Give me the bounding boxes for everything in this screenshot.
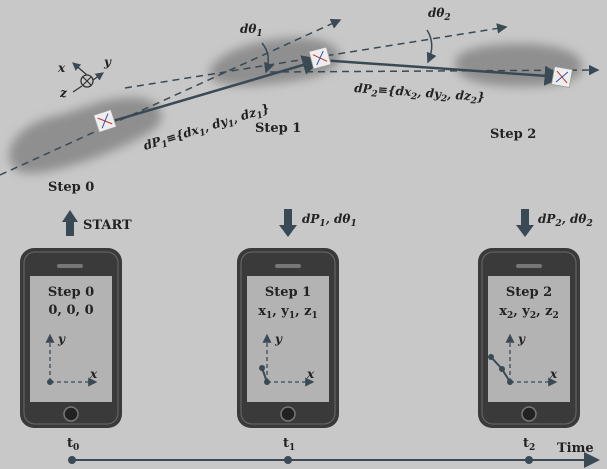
step-0-label: Step 0 — [48, 180, 94, 195]
position-cloud-0 — [9, 97, 162, 174]
timeline-label-t1: t1 — [283, 436, 295, 453]
timeline-point-1 — [284, 456, 292, 464]
angle-arc-2 — [426, 29, 437, 64]
phone-2-x-label: x — [549, 367, 558, 381]
input-label-2: dP2, dθ2 — [538, 212, 593, 229]
timeline-label-t2: t2 — [523, 436, 535, 453]
phone-0-title: Step 0 — [48, 285, 94, 300]
phone-2-y-label: y — [517, 332, 526, 346]
input-arrow-2-icon — [516, 209, 534, 237]
phone-step-1: Step 1 — [237, 248, 339, 428]
phone-0-x-label: x — [89, 367, 98, 381]
step-1-label: Step 1 — [255, 121, 301, 136]
phone-step-2: Step 2 — [478, 248, 580, 428]
input-arrow-1-icon — [279, 209, 297, 237]
heading-line-2 — [269, 64, 600, 76]
displacement-vector-2 — [319, 58, 565, 86]
heading-line-0 — [0, 18, 342, 176]
timeline-time-label: Time — [557, 441, 594, 456]
angle-arc-1 — [261, 42, 274, 74]
timeline-label-t0: t0 — [67, 436, 79, 453]
axis-x-label: x — [57, 61, 66, 75]
phone-2-title: Step 2 — [506, 285, 552, 300]
timeline-point-0 — [68, 456, 76, 464]
phone-0-y-label: y — [57, 332, 66, 346]
step-2-label: Step 2 — [490, 127, 536, 142]
axis-triad-icon — [72, 62, 104, 93]
phone-1-title: Step 1 — [265, 285, 311, 300]
phone-marker-0 — [93, 109, 117, 133]
angle-label-1: dθ1 — [240, 22, 263, 39]
displacement-label-1: dP1≡{dx1, dy1, dz1} — [142, 101, 272, 156]
phone-1-coords: x1, y1, z1 — [258, 304, 318, 321]
start-arrow-icon — [62, 210, 78, 236]
phone-0-coords: 0, 0, 0 — [48, 303, 93, 318]
axis-y-label: y — [103, 55, 112, 69]
displacement-vector-1 — [105, 55, 323, 125]
phone-2-coords: x2, y2, z2 — [499, 304, 559, 321]
phone-marker-2 — [551, 66, 573, 88]
phone-marker-1 — [308, 46, 332, 70]
start-label: START — [83, 218, 132, 233]
input-label-1: dP1, dθ1 — [302, 212, 357, 229]
phone-step-0: Step 0 0, 0, 0 — [20, 248, 122, 428]
displacement-label-2: dP2≡{dx2, dy2, dz2} — [354, 81, 486, 107]
phone-1-y-label: y — [274, 332, 283, 346]
phone-1-x-label: x — [306, 367, 315, 381]
timeline-point-2 — [525, 456, 533, 464]
angle-label-2: dθ2 — [428, 6, 451, 23]
axis-z-label: z — [59, 86, 68, 100]
